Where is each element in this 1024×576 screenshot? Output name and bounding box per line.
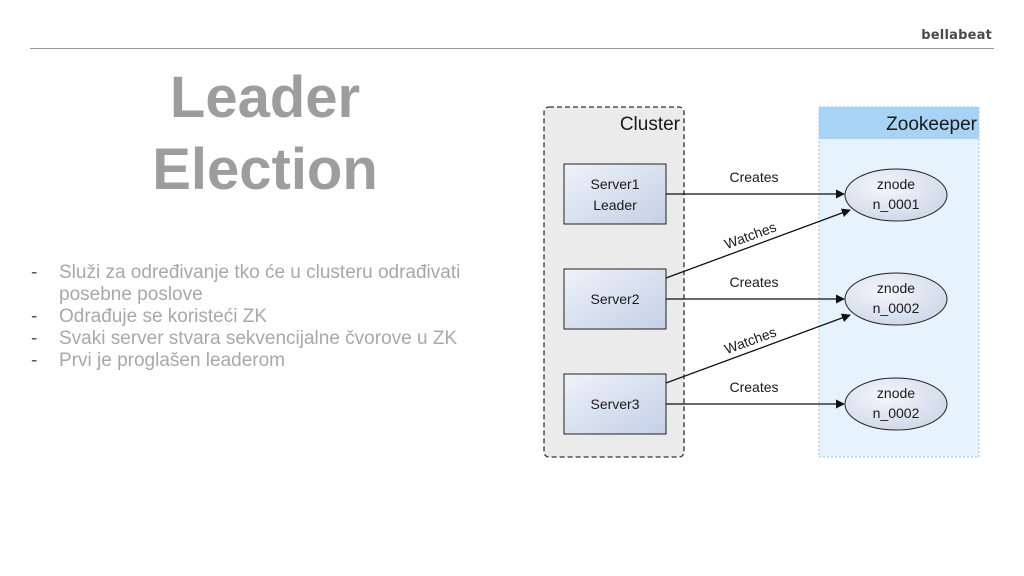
- bullet-dash: -: [31, 350, 38, 371]
- watches-arrow-2: [665, 313, 851, 384]
- server-2-box: [563, 268, 667, 330]
- slide-title: Leader Election: [80, 62, 450, 206]
- header-divider: [30, 48, 994, 49]
- bullet-text: Prvi je proglašen leaderom: [59, 350, 286, 371]
- server-1-role: Leader: [593, 197, 637, 213]
- bullet-text: Svaki server stvara sekvencijalne čvorov…: [59, 328, 458, 349]
- title-line-2: Election: [152, 137, 378, 202]
- znode-2-label: znode: [877, 280, 915, 296]
- znode-2: znode n_0002: [844, 272, 948, 326]
- bullet-dash: -: [31, 306, 38, 327]
- znode-1-label: znode: [877, 176, 915, 192]
- bullet-item: -Prvi je proglašen leaderom: [30, 350, 500, 372]
- znode-1: znode n_0001: [844, 168, 948, 222]
- bullet-item: -Svaki server stvara sekvencijalne čvoro…: [30, 328, 500, 350]
- watches-arrow-1: [665, 208, 851, 279]
- title-line-1: Leader: [169, 65, 361, 130]
- brand-logo: bellabeat: [921, 28, 992, 43]
- server-1-box: [563, 163, 667, 225]
- zookeeper-label: Zookeeper: [886, 114, 978, 135]
- server-2-name: Server2: [590, 291, 639, 307]
- creates-label-1: Creates: [729, 169, 778, 185]
- server-3-box: [563, 373, 667, 435]
- znode-3-id: n_0002: [873, 405, 920, 421]
- server-2: Server2: [563, 268, 667, 330]
- znode-2-id: n_0002: [873, 300, 920, 316]
- cluster-label: Cluster: [620, 114, 681, 135]
- znode-2-shape: [844, 272, 948, 326]
- server-3: Server3: [563, 373, 667, 435]
- creates-label-2: Creates: [729, 274, 778, 290]
- bullet-item: -Služi za određivanje tko će u clusteru …: [30, 262, 500, 306]
- server-1-name: Server1: [590, 176, 639, 192]
- zookeeper-header: [819, 107, 979, 139]
- znode-1-id: n_0001: [873, 196, 920, 212]
- bullet-list: -Služi za određivanje tko će u clusteru …: [30, 262, 500, 372]
- leader-election-diagram: Zookeeper Cluster Server1 Leader Server2…: [543, 106, 980, 458]
- znode-3-shape: [844, 377, 948, 431]
- creates-label-3: Creates: [729, 379, 778, 395]
- server-1: Server1 Leader: [563, 163, 667, 225]
- bullet-dash: -: [31, 328, 38, 349]
- bullet-dash: -: [31, 262, 38, 283]
- znode-3: znode n_0002: [844, 377, 948, 431]
- znode-1-shape: [844, 168, 948, 222]
- bullet-text: Odrađuje se koristeći ZK: [59, 306, 268, 327]
- bullet-text: Služi za određivanje tko će u clusteru o…: [59, 262, 461, 305]
- znode-3-label: znode: [877, 385, 915, 401]
- server-3-name: Server3: [590, 396, 639, 412]
- bullet-item: -Odrađuje se koristeći ZK: [30, 306, 500, 328]
